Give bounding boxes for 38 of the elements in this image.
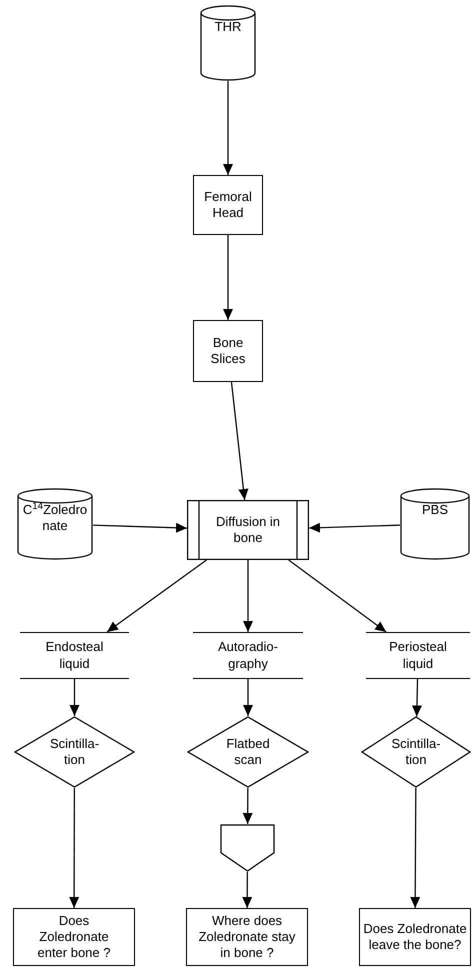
- node-text: Autoradio- graphy: [217, 639, 279, 672]
- arrow: [230, 382, 248, 500]
- node-text: Diffusion in bone: [214, 514, 282, 546]
- data-store-band: [366, 632, 470, 679]
- node-text: Does Zoledronate enter bone ?: [36, 912, 112, 962]
- arrow: [243, 560, 253, 632]
- process-box: [186, 908, 308, 966]
- process-box: [193, 175, 263, 235]
- arrow: [242, 788, 253, 824]
- node-text: Scintilla- tion: [390, 736, 442, 768]
- data-store-band: [20, 632, 129, 679]
- arrow: [92, 522, 188, 533]
- arrow: [243, 679, 253, 716]
- arrow: [106, 560, 207, 632]
- arrow: [223, 235, 233, 320]
- node-text: Endosteal liquid: [44, 639, 104, 672]
- node-text: Periosteal liquid: [388, 639, 448, 672]
- arrow: [308, 522, 400, 533]
- arrow: [412, 678, 422, 716]
- data-store-band: [193, 632, 303, 679]
- arrow: [410, 788, 420, 908]
- node-text: Femoral Head: [203, 188, 253, 222]
- node-text: Bone Slices: [210, 334, 246, 368]
- node-text: PBS: [422, 502, 448, 518]
- arrow: [69, 788, 80, 908]
- process-box: [359, 908, 471, 966]
- arrow: [70, 679, 80, 716]
- node-text: Scintilla- tion: [48, 736, 100, 768]
- node-text: Does Zoledronate leave the bone?: [362, 920, 468, 954]
- node-text: Flatbed scan: [225, 736, 271, 768]
- arrow: [288, 560, 387, 632]
- process-box: [13, 908, 135, 966]
- node-text: Where does Zoledronate stay in bone ?: [198, 912, 296, 962]
- process-box: [193, 320, 263, 382]
- arrow: [223, 81, 233, 175]
- node-text: THR: [214, 19, 242, 36]
- arrow: [242, 872, 252, 908]
- node-text: C$^{14}$Zoledro nate: [22, 502, 88, 534]
